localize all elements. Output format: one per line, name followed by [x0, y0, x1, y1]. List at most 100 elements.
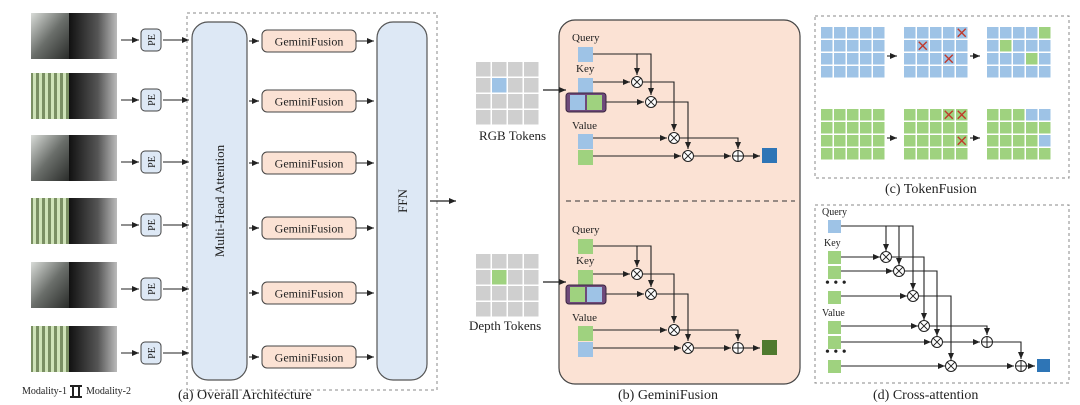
- fusion-token: [930, 135, 942, 147]
- multiply-cross: [908, 291, 918, 301]
- query-to-mul2: [593, 245, 654, 287]
- fusion-token: [873, 27, 885, 39]
- multiply-op-icon: [645, 96, 657, 108]
- fusion-token: [847, 27, 859, 39]
- grid-token: [524, 78, 539, 93]
- query-fan-line: [841, 225, 916, 290]
- mul3-to-add: [680, 329, 741, 341]
- grid-token: [508, 302, 523, 317]
- fusion-token: [1026, 148, 1038, 160]
- gemini-fusion-label: GeminiFusion: [275, 95, 344, 109]
- multiply-op-icon: [668, 324, 680, 336]
- fusion-token: [956, 148, 968, 160]
- multiply-op-icon: [682, 342, 694, 354]
- cross-attention-caption: (d) Cross-attention: [873, 388, 978, 403]
- multiply-cross: [669, 133, 679, 143]
- fusion-token: [930, 40, 942, 52]
- rgb-image-thumbnail: [31, 262, 69, 308]
- fusion-token: [1026, 66, 1038, 78]
- tf-depth-pruned: [904, 109, 968, 160]
- fusion-token: [917, 27, 929, 39]
- query-label: Query: [572, 224, 600, 236]
- fusion-token: [904, 122, 916, 134]
- kmul-to-vmul: [892, 256, 927, 320]
- fusion-token: [917, 122, 929, 134]
- modality1-label: Modality-1: [22, 386, 67, 397]
- fusion-token: [1000, 53, 1012, 65]
- query-token: [578, 47, 593, 62]
- fusion-token: [917, 109, 929, 121]
- gemini-fusion-box: [558, 19, 801, 385]
- fusion-token: [847, 66, 859, 78]
- fusion-token: [821, 66, 833, 78]
- multiply-cross: [881, 252, 891, 262]
- add-to-add: [993, 341, 1024, 359]
- query-token: [578, 239, 593, 254]
- tf-rgb-pruned: [904, 27, 968, 78]
- fusion-token: [943, 27, 955, 39]
- fusion-token: [1013, 148, 1025, 160]
- depth-image-thumbnail: [69, 326, 117, 372]
- multiply-op-icon: [682, 150, 694, 162]
- mul2-to-mul4: [657, 101, 691, 149]
- grid-token: [508, 78, 523, 93]
- cross-attention-frame: [814, 204, 1070, 384]
- gemini-fusion-label: GeminiFusion: [275, 222, 344, 236]
- multiply-op-icon: [631, 268, 643, 280]
- fusion-token: [834, 53, 846, 65]
- fusion-token: [1039, 109, 1051, 121]
- fusion-token: [860, 27, 872, 39]
- fusion-token: [1039, 66, 1051, 78]
- multiply-op-icon: [668, 132, 680, 144]
- fusion-token: [943, 40, 955, 52]
- cross-query-token: [828, 220, 841, 233]
- ffn-label: FFN: [395, 188, 410, 212]
- pe-label: PE: [147, 94, 158, 106]
- add-cross: [732, 342, 744, 354]
- depth-tokens-label: Depth Tokens: [469, 318, 541, 333]
- grid-token: [476, 62, 491, 77]
- fusion-token: [1000, 148, 1012, 160]
- fusion-token: [847, 109, 859, 121]
- cross-key-token: [828, 251, 841, 264]
- fusion-token: [943, 122, 955, 134]
- pruned-token-icon: [918, 41, 928, 51]
- fusion-token: [1000, 66, 1012, 78]
- fusion-token: [1000, 40, 1012, 52]
- value-self-token: [578, 134, 593, 149]
- mha-label: Multi-Head Attention: [212, 144, 227, 257]
- pe-box: [140, 213, 162, 237]
- multiply-cross: [683, 343, 693, 353]
- ffn-block: [376, 21, 428, 381]
- fusion-token: [917, 66, 929, 78]
- gemini-caption: (b) GeminiFusion: [618, 388, 718, 403]
- grid-token: [524, 94, 539, 109]
- fusion-token: [873, 122, 885, 134]
- cross-value-token: [828, 336, 841, 349]
- fusion-token: [987, 148, 999, 160]
- vmul-to-add: [930, 325, 990, 335]
- fusion-token: [987, 27, 999, 39]
- cross-multiply-icon: [880, 251, 892, 263]
- mul1-to-mul3: [643, 273, 677, 323]
- tokenfusion-grids: [821, 27, 1051, 160]
- fusion-token: [821, 53, 833, 65]
- fusion-token: [834, 40, 846, 52]
- add-op-icon: [732, 150, 744, 162]
- pruned-token-icon: [957, 110, 967, 120]
- fusion-token: [1039, 148, 1051, 160]
- fusion-token: [834, 27, 846, 39]
- modality2-label: Modality-2: [86, 386, 131, 397]
- fusion-token: [821, 40, 833, 52]
- grid-token: [524, 270, 539, 285]
- fusion-token: [873, 148, 885, 160]
- grid-token: [476, 286, 491, 301]
- fusion-token: [1039, 122, 1051, 134]
- gemini-fusion-row-5: GeminiFusion: [249, 281, 374, 305]
- pe-label: PE: [147, 283, 158, 295]
